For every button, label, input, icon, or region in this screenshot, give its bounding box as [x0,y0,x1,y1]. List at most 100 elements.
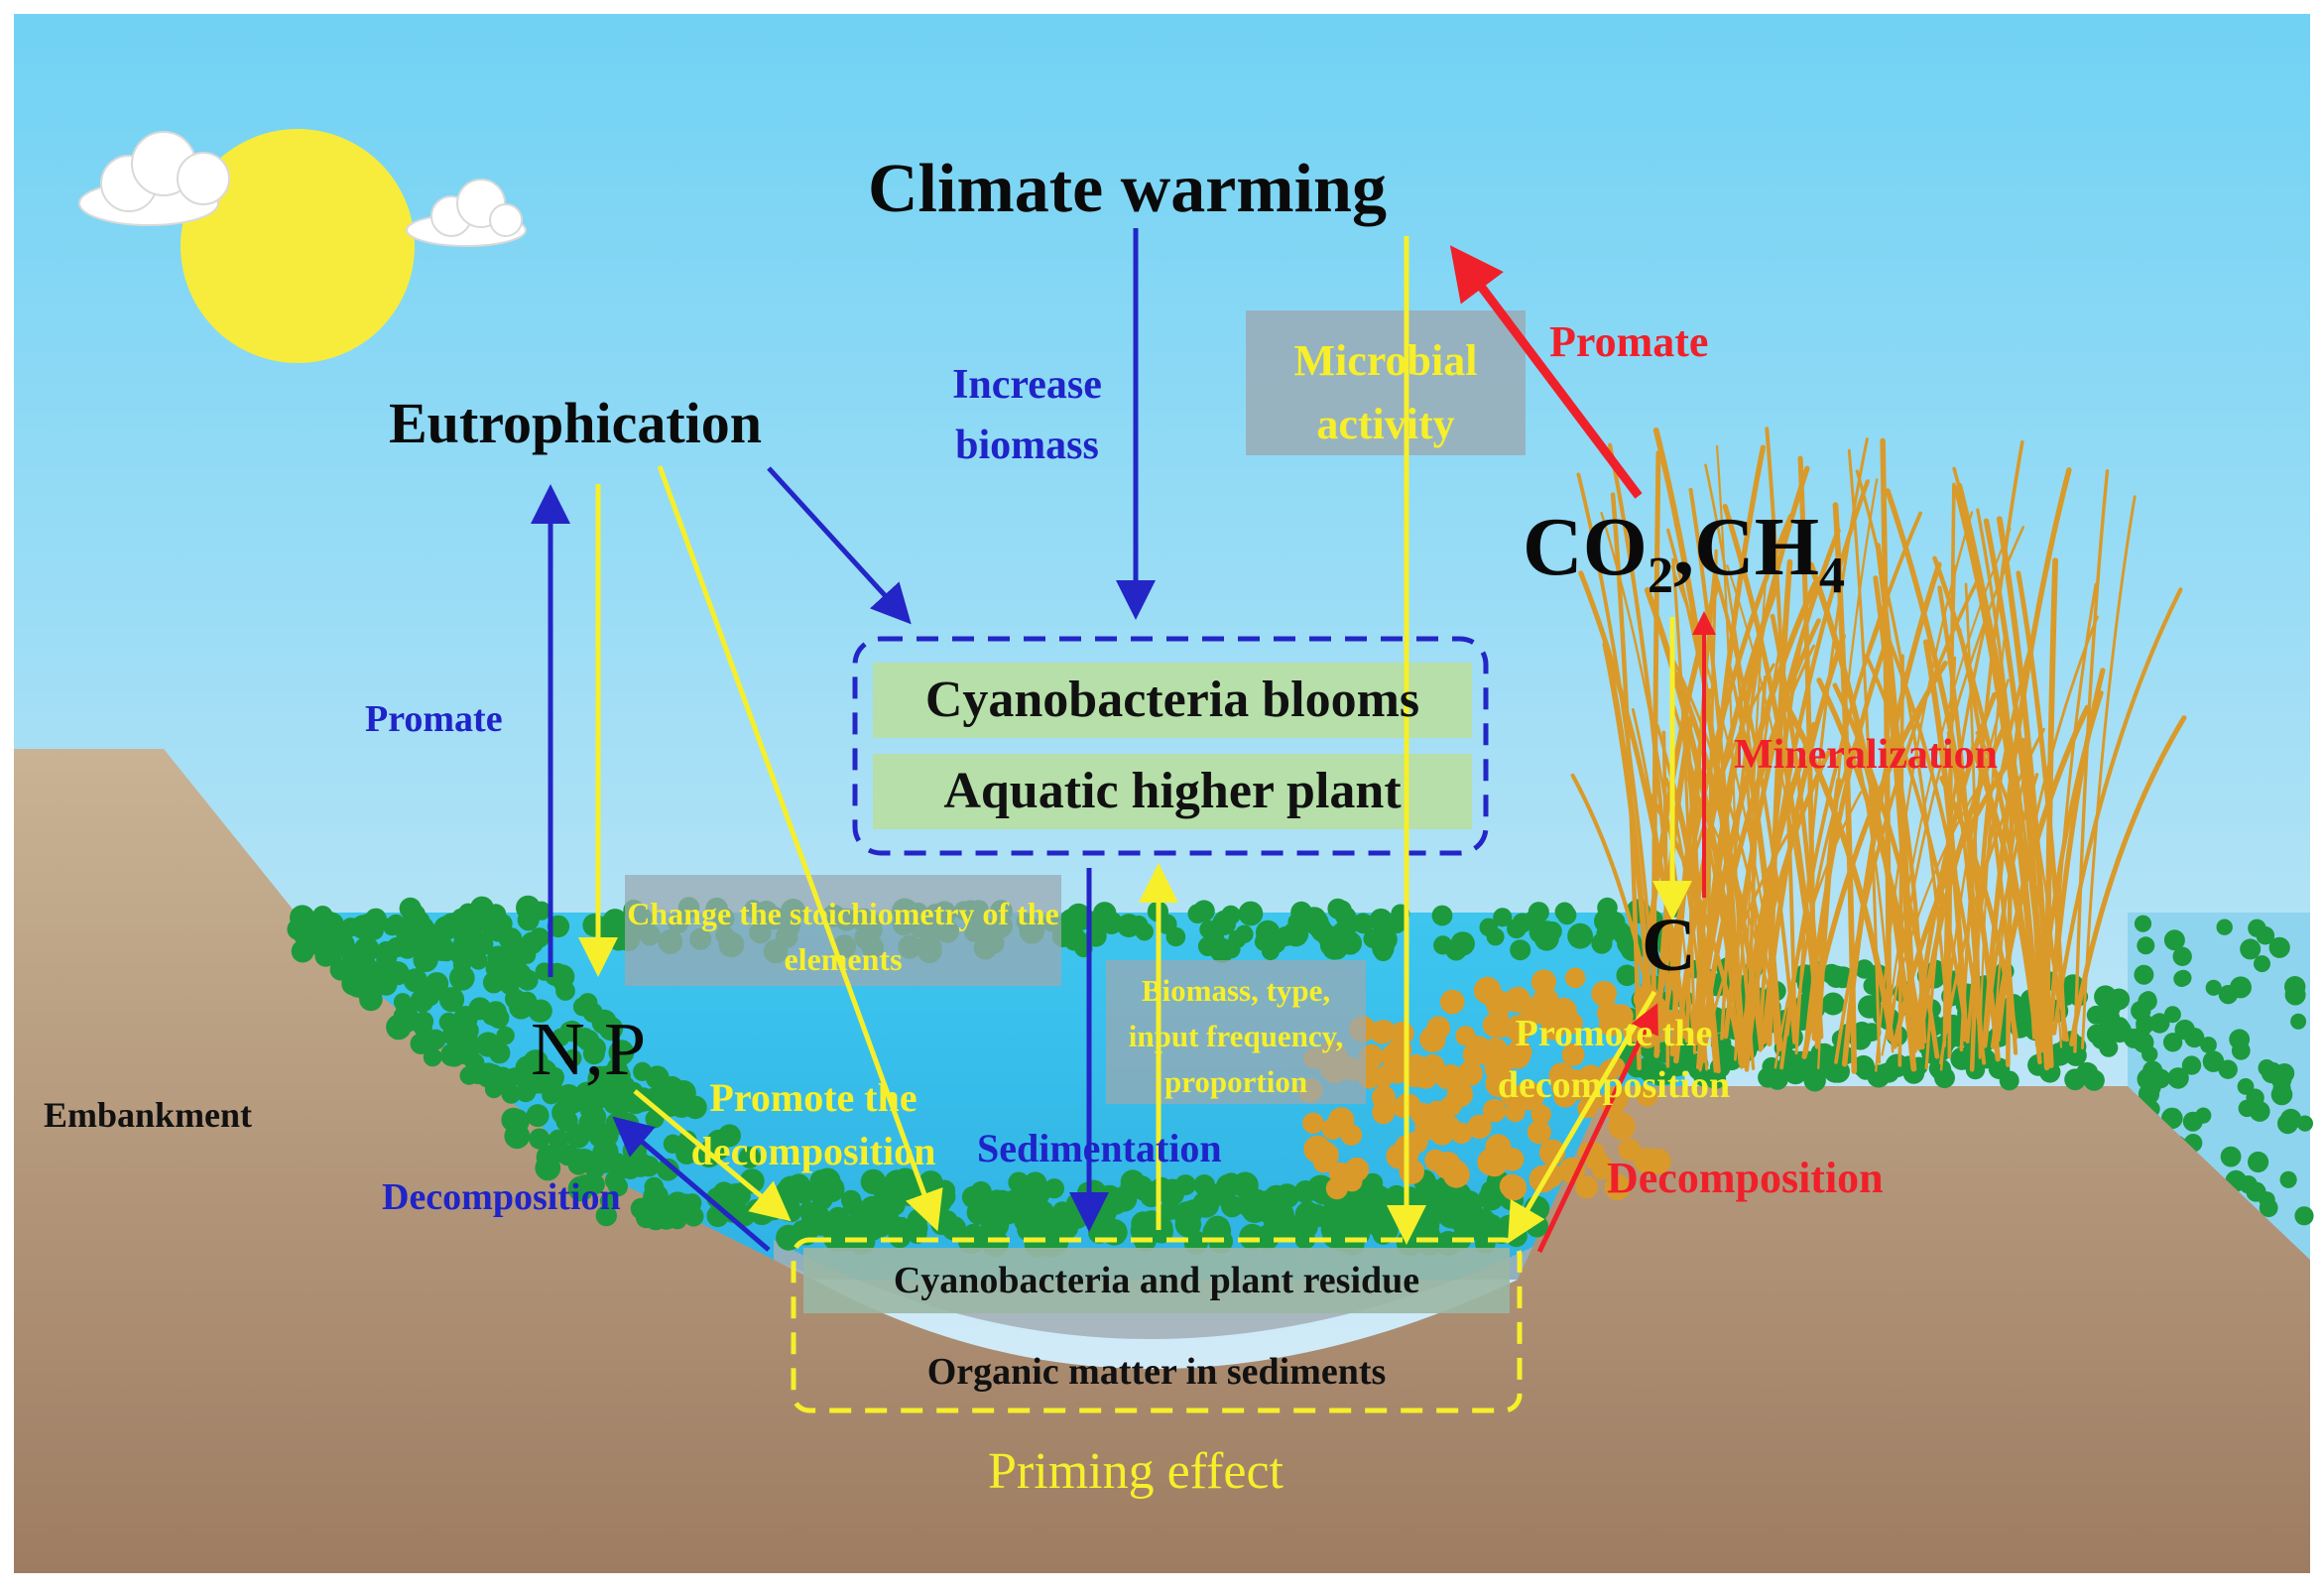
algae-dot [486,916,512,942]
algae-dot [329,958,352,981]
algae-dot [1825,965,1848,988]
algae-dot [2216,919,2233,935]
algae-dot [1516,1083,1541,1110]
algae-dot [2259,1191,2275,1208]
algae-dot [374,956,395,978]
algae-dot [475,1032,501,1057]
aquatic-higher-plant-bar [873,754,1472,829]
algae-dot [1187,904,1208,923]
algae-dot [582,1105,607,1129]
algae-dot [644,1176,665,1197]
promate-blue-label: Promate [365,698,503,740]
arrow-eutrophication-to-blooms [767,466,912,625]
algae-dot [1363,1172,1384,1193]
algae-dot [1439,1063,1462,1087]
reed-stalk [1774,791,1863,1069]
algae-dot [633,1061,653,1081]
algae-dot [2200,1037,2217,1053]
reed-stalk [1670,780,1721,1074]
algae-dot [1369,908,1394,932]
reed-stalk [1794,437,1869,1055]
algae-dot [410,989,434,1013]
algae-dot [1503,1042,1530,1069]
algae-dot [375,973,398,996]
algae-dot [484,1080,503,1099]
co2-main: CO [1523,501,1648,593]
algae-dot [1516,1011,1537,1033]
algae-dot [528,1000,550,1023]
algae-dot [2076,1061,2099,1085]
reed-stalk [1957,627,2018,1055]
algae-dot [1221,939,1241,959]
algae-dot [2163,929,2185,951]
algae-dot [1527,1120,1551,1145]
algae-dot [665,1191,690,1217]
algae-dot [393,993,413,1012]
reed-stalk [2043,557,2058,1055]
algae-dot [1478,1043,1502,1067]
algae-dot [1418,1109,1445,1136]
algae-dot [1477,1148,1505,1176]
algae-dot [2218,1059,2238,1079]
algae-dot [2167,1067,2189,1089]
algae-dot [1371,1203,1394,1226]
reed-stalk [1990,704,2091,1049]
carbon-label: C [1642,904,1696,987]
sun-icon [181,129,415,363]
algae-dot [1135,922,1155,941]
algae-dot [535,1155,561,1181]
algae-dot [1561,1043,1585,1066]
algae-dot [562,1090,585,1114]
embankment-soil [14,749,2310,1573]
algae-dot [403,968,428,993]
algae-dot [1493,908,1513,927]
algae-dot [1373,1096,1395,1119]
microbial-activity-label: Microbial activity [1293,336,1478,448]
algae-dot [1530,1104,1551,1125]
algae-dot [1303,1135,1332,1164]
algae-dot [2162,1033,2183,1052]
algae-dot [438,1012,458,1032]
reed-stalk [1726,564,1820,1038]
algae-dot [1636,1084,1658,1107]
priming-effect-box [791,1237,1523,1413]
algae-dot [883,1169,912,1198]
algae-dot [1852,1021,1873,1042]
reed-stalk [1975,730,2069,1042]
algae-dot [1411,1062,1439,1089]
arrows [531,228,1716,1254]
algae-dot [1823,1059,1847,1083]
sedimentation-label: Sedimentation [977,1126,1222,1170]
algae-dot [518,945,537,964]
algae-dot [543,1071,563,1091]
algae-dot [2274,1063,2295,1083]
algae-dot [966,1199,992,1225]
algae-dot [2279,1170,2297,1188]
algae-dot [1564,967,1586,989]
algae-dot [1399,1159,1424,1184]
algae-dot [1066,903,1091,928]
reed-stalk [1651,450,1661,1042]
algae-dot [1089,1198,1117,1226]
arrow-c-promote-decomposition [1507,990,1657,1244]
algae-dot [2254,955,2270,973]
algae-dot [1529,920,1551,944]
algae-dot [308,914,328,933]
algae-dot [595,1204,617,1227]
reed-stalk [1744,750,1831,1049]
algae-dot [611,1093,633,1115]
algae-dot [1567,922,1593,949]
algae-dot [1243,1188,1270,1215]
algae-dot [2284,976,2306,998]
algae-dot [1446,1081,1473,1108]
algae-dot [2248,1151,2269,1173]
algae-dot [706,1129,731,1154]
algae-dot [1235,924,1254,943]
np-label: N,P [531,1008,647,1091]
reed-stalk [1897,654,1904,1067]
algae-dot [2181,1055,2202,1075]
algae-dot [605,1152,628,1174]
reed-stalk [1892,737,2026,1049]
algae-dot [2108,988,2131,1011]
algae-dot [482,971,505,994]
